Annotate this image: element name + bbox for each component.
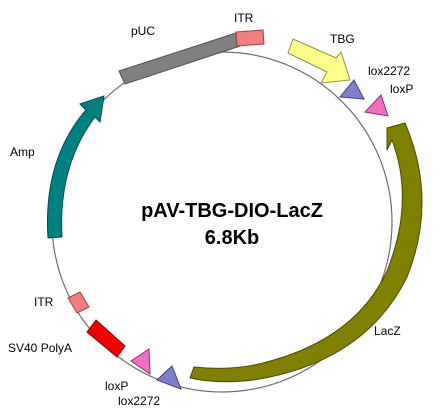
lox2272-bottom-label: lox2272 xyxy=(118,394,160,408)
puc-label: pUC xyxy=(131,24,155,38)
sv40-polya-label: SV40 PolyA xyxy=(8,341,72,355)
amp-label: Amp xyxy=(10,145,35,159)
lox2272-bottom-feature xyxy=(156,365,182,390)
lox2272-top-feature xyxy=(339,79,365,100)
puc-feature xyxy=(118,32,241,85)
loxp-bottom-label: loxP xyxy=(105,379,128,393)
itr-bottom-feature xyxy=(67,291,90,314)
plasmid-name: pAV-TBG-DIO-LacZ xyxy=(141,200,323,222)
loxp-bottom-feature xyxy=(130,348,151,375)
amp-feature xyxy=(47,95,105,239)
lacz-label: LacZ xyxy=(374,324,401,338)
loxp-top-label: loxP xyxy=(390,82,413,96)
tbg-label: TBG xyxy=(330,32,355,46)
tbg-feature xyxy=(287,38,351,84)
lox2272-top-label: lox2272 xyxy=(368,64,410,78)
loxp-top-feature xyxy=(363,94,389,117)
itr-top-feature xyxy=(235,29,265,47)
sv40-polya-feature xyxy=(86,319,126,358)
itr-bottom-label: ITR xyxy=(34,295,54,309)
plasmid-size: 6.8Kb xyxy=(205,227,259,249)
itr-top-label: ITR xyxy=(234,11,254,25)
lacz-feature xyxy=(189,122,423,383)
